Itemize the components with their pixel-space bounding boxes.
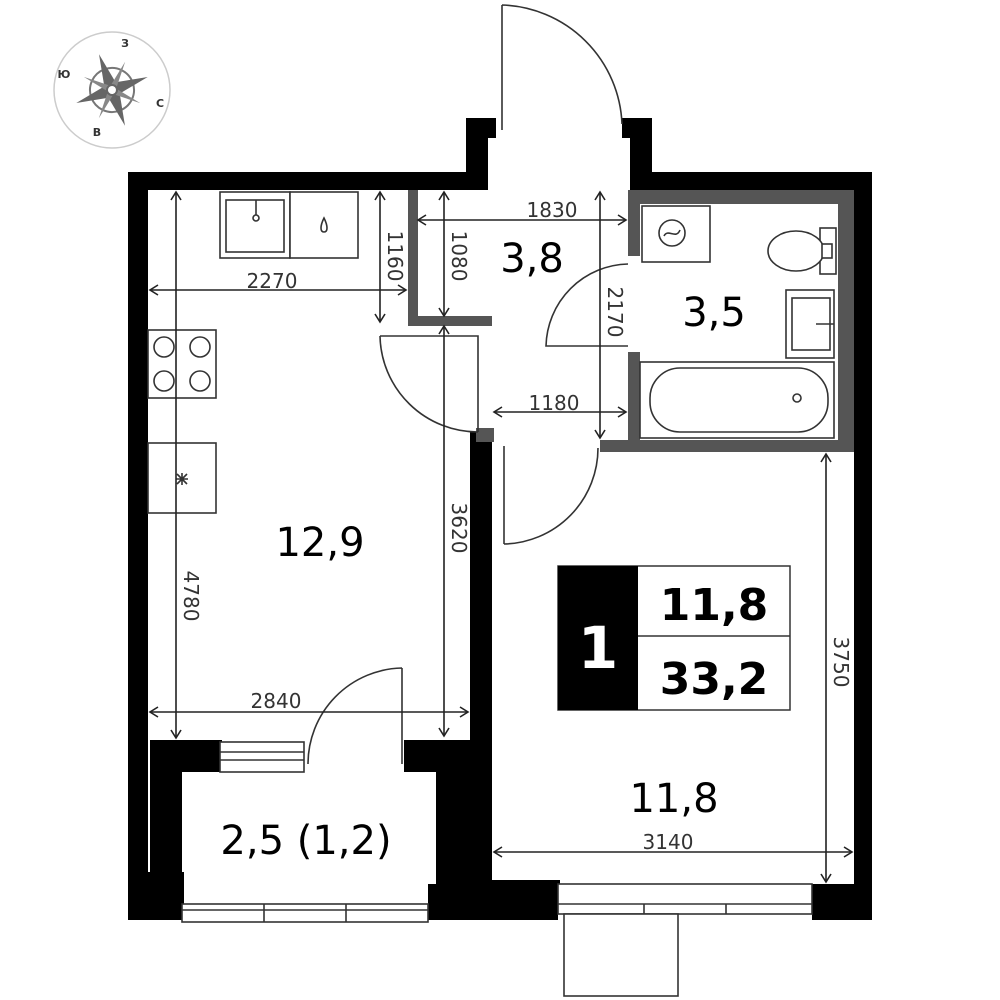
kitchen-door xyxy=(379,335,479,433)
room-labels: 12,9 3,8 3,5 11,8 2,5 (1,2) xyxy=(220,236,745,864)
compass-west-label: Ю xyxy=(58,68,71,81)
balcony-area: 2,5 (1,2) xyxy=(220,818,391,864)
dishwasher-icon xyxy=(289,191,359,259)
dimension-lines xyxy=(148,190,854,884)
balcony-door xyxy=(307,667,403,765)
kitchen-area: 12,9 xyxy=(275,520,364,566)
badge-rooms-count: 1 xyxy=(578,614,618,682)
dim-kitchen-height: 4780 xyxy=(179,571,203,622)
hall-area: 3,8 xyxy=(500,236,564,282)
bathroom-sink-icon xyxy=(785,289,835,359)
compass-rose-icon xyxy=(76,54,148,126)
dim-kitchen-depth: 3620 xyxy=(447,503,471,554)
compass-east-label: С xyxy=(156,97,164,110)
windows xyxy=(181,741,813,997)
entrance-door xyxy=(501,4,623,130)
bedroom-window xyxy=(557,883,813,997)
compass: З С В Ю xyxy=(53,31,171,149)
dimension-labels: 2270 1160 1080 1830 2170 1180 3620 4780 … xyxy=(179,198,853,854)
area-badge: 1 11,8 33,2 xyxy=(557,565,791,711)
exterior-walls xyxy=(128,118,872,920)
bathroom-door xyxy=(545,263,629,347)
balcony-window xyxy=(181,903,429,923)
badge-total-area: 33,2 xyxy=(660,654,769,705)
dim-kitchen-nook-depth: 1160 xyxy=(383,231,407,282)
bathtub-icon xyxy=(639,361,835,439)
stove-icon xyxy=(147,329,217,399)
dim-corridor-width: 1180 xyxy=(529,391,580,415)
kitchen-balcony-window xyxy=(219,741,305,773)
interior-walls xyxy=(408,190,854,452)
dim-kitchen-width: 2840 xyxy=(251,689,302,713)
dim-bath-depth: 2170 xyxy=(603,287,627,338)
bedroom-door xyxy=(503,446,599,545)
compass-north-label: З xyxy=(121,37,129,50)
dim-kitchen-top-width: 2270 xyxy=(247,269,298,293)
doors xyxy=(307,4,629,765)
bathroom-area: 3,5 xyxy=(682,290,746,336)
dim-hall-depth: 1080 xyxy=(447,231,471,282)
washing-machine-icon xyxy=(641,205,711,263)
dim-bedroom-depth: 3750 xyxy=(829,637,853,688)
dim-bedroom-width: 3140 xyxy=(643,830,694,854)
bedroom-area: 11,8 xyxy=(629,776,718,822)
fixtures xyxy=(147,191,837,514)
fridge-icon xyxy=(147,442,217,514)
dim-hall-width: 1830 xyxy=(527,198,578,222)
badge-living-area: 11,8 xyxy=(660,580,769,631)
kitchen-sink-icon xyxy=(219,191,291,259)
toilet-icon xyxy=(767,227,837,275)
compass-south-label: В xyxy=(93,126,101,139)
